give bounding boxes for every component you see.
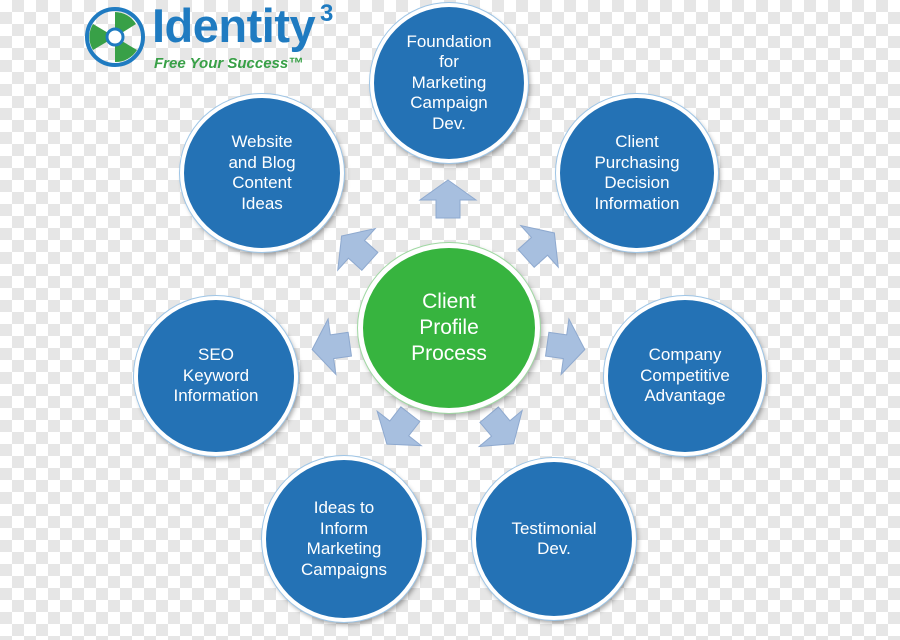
node-label: SEO Keyword Information xyxy=(173,345,259,406)
logo-tagline: Free Your Success™ xyxy=(154,55,304,72)
arrow-to-seo xyxy=(311,317,353,376)
node-label: Website and Blog Content Ideas xyxy=(228,132,296,213)
arrow-to-foundation xyxy=(418,179,478,219)
arrow-to-competitive xyxy=(544,317,586,376)
node-label: Testimonial Dev. xyxy=(511,518,597,559)
node-foundation: Foundation for Marketing Campaign Dev. xyxy=(370,3,528,163)
arrow-to-testimonial xyxy=(477,406,524,448)
logo-superscript: 3 xyxy=(320,0,334,27)
logo: Identity 3 Free Your Success™ xyxy=(82,0,352,76)
node-seo-keyword: SEO Keyword Information xyxy=(134,296,298,456)
node-ideas-marketing: Ideas to Inform Marketing Campaigns xyxy=(262,456,426,622)
node-label: Company Competitive Advantage xyxy=(640,345,730,406)
node-website-blog: Website and Blog Content Ideas xyxy=(180,94,344,252)
logo-name: Identity xyxy=(152,0,316,52)
node-label: Ideas to Inform Marketing Campaigns xyxy=(301,498,387,579)
arrow-to-ideas xyxy=(376,406,423,447)
node-testimonial: Testimonial Dev. xyxy=(472,458,636,620)
node-label: Foundation for Marketing Campaign Dev. xyxy=(406,31,492,133)
node-client-purchasing: Client Purchasing Decision Information xyxy=(556,94,718,252)
center-node-label: Client Profile Process xyxy=(411,290,487,365)
pinwheel-logo-icon xyxy=(85,7,145,67)
arrow-to-website xyxy=(337,227,379,272)
node-label: Client Purchasing Decision Information xyxy=(594,132,680,213)
center-node-client-profile-process: Client Profile Process xyxy=(358,243,540,413)
arrow-to-purchasing xyxy=(517,224,559,269)
node-competitive-advantage: Company Competitive Advantage xyxy=(604,296,766,456)
